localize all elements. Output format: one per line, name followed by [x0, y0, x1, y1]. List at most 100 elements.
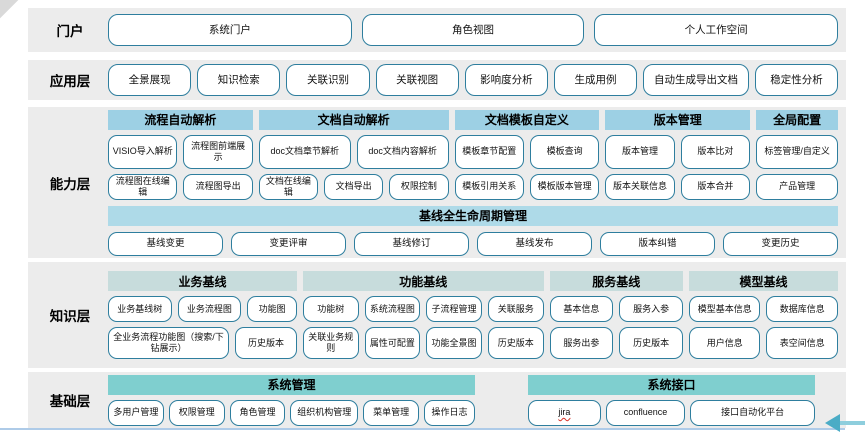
knowledge-item: 服务入参	[619, 296, 683, 322]
base-item: 菜单管理	[363, 399, 419, 426]
app-item: 知识检索	[197, 64, 281, 96]
knowledge-item: 属性可配置	[364, 327, 421, 359]
base-item: 操作日志	[424, 399, 476, 426]
knowledge-item: 业务基线树	[108, 296, 172, 322]
app-item: 关联视图	[375, 64, 459, 96]
capability-group-global-config: 全局配置 标签管理/自定义 产品管理	[756, 109, 839, 200]
capability-item: 文档在线编辑	[258, 173, 319, 200]
bottom-divider-line	[0, 428, 845, 430]
baseline-lifecycle-items: 基线变更 变更评审 基线修订 基线发布 版本纠错 变更历史	[108, 231, 838, 256]
base-item-confluence: confluence	[605, 399, 686, 426]
knowledge-groups: 业务基线 业务基线树 业务流程图 功能图 全业务流程功能图（搜索/下钻展示） 历…	[108, 271, 838, 359]
base-layer-label: 基础层	[49, 394, 91, 409]
knowledge-item: 功能全景图	[426, 327, 482, 359]
app-item: 自动生成导出文档	[643, 64, 749, 96]
capability-item: 版本合并	[680, 173, 751, 200]
baseline-item: 基线发布	[477, 231, 592, 256]
group-title: 系统管理	[108, 374, 475, 395]
base-item: 角色管理	[229, 399, 286, 426]
capability-group-doc-parse: 文档自动解析 doc文档章节解析 doc文档内容解析 文档在线编辑 文档导出 权…	[258, 109, 449, 200]
knowledge-item: 用户信息	[688, 327, 761, 359]
knowledge-group-business-baseline: 业务基线 业务基线树 业务流程图 功能图 全业务流程功能图（搜索/下钻展示） 历…	[108, 271, 297, 359]
app-item: 关联识别	[286, 64, 370, 96]
application-items: 全景展现 知识检索 关联识别 关联视图 影响度分析 生成用例 自动生成导出文档 …	[108, 64, 839, 96]
capability-group-template-custom: 文档模板自定义 模板章节配置 模板查询 模板引用关系 模板版本管理	[454, 109, 600, 200]
base-group-system-mgmt: 系统管理 多用户管理 权限管理 角色管理 组织机构管理 菜单管理 操作日志	[108, 374, 476, 426]
knowledge-item: 系统流程图	[364, 296, 421, 322]
capability-group-version-mgmt: 版本管理 版本管理 版本比对 版本关联信息 版本合并	[605, 109, 751, 200]
knowledge-item: 功能图	[247, 296, 297, 322]
knowledge-item: 数据库信息	[766, 296, 838, 322]
group-title: 流程自动解析	[108, 109, 253, 130]
capability-item: 版本关联信息	[605, 173, 675, 200]
left-arrow-icon	[825, 413, 865, 433]
group-title: 系统接口	[528, 374, 815, 395]
knowledge-item: 关联业务规则	[302, 327, 359, 359]
base-item: 权限管理	[168, 399, 225, 426]
portal-item: 系统门户	[108, 14, 352, 46]
application-layer-label: 应用层	[49, 74, 91, 89]
page-corner-fold	[0, 0, 30, 30]
app-item: 生成用例	[553, 64, 638, 96]
capability-item: 模板版本管理	[529, 173, 600, 200]
capability-item: doc文档内容解析	[356, 134, 449, 169]
baseline-lifecycle-header: 基线全生命周期管理	[108, 205, 838, 226]
portal-layer-label: 门户	[56, 24, 84, 39]
capability-item: 版本管理	[605, 134, 675, 169]
capability-item: 产品管理	[756, 173, 839, 200]
capability-item: 标签管理/自定义	[756, 134, 839, 169]
base-layer-band: 基础层 系统管理 多用户管理 权限管理 角色管理 组织机构管理 菜单管理 操作日…	[28, 372, 846, 428]
capability-item: 流程图前端展示	[183, 134, 253, 169]
capability-item: VISIO导入解析	[108, 134, 178, 169]
group-title: 文档自动解析	[258, 109, 449, 130]
base-item: 多用户管理	[108, 399, 164, 426]
app-item: 稳定性分析	[754, 64, 839, 96]
capability-item: 流程图导出	[183, 173, 253, 200]
knowledge-layer-band: 知识层 业务基线 业务基线树 业务流程图 功能图 全业务流程功能图（搜索/下钻展…	[28, 262, 846, 368]
knowledge-item: 模型基本信息	[688, 296, 761, 322]
knowledge-group-service-baseline: 服务基线 基本信息 服务入参 服务出参 历史版本	[549, 271, 683, 359]
baseline-item: 变更评审	[231, 231, 346, 256]
baseline-item: 变更历史	[723, 231, 838, 256]
base-item: 组织机构管理	[290, 399, 359, 426]
capability-item: doc文档章节解析	[258, 134, 351, 169]
group-title: 模型基线	[688, 271, 838, 291]
capability-layer-label: 能力层	[49, 176, 91, 192]
knowledge-item: 功能树	[302, 296, 359, 322]
knowledge-item: 历史版本	[235, 327, 297, 359]
capability-item: 权限控制	[389, 173, 449, 200]
knowledge-item: 历史版本	[619, 327, 683, 359]
knowledge-item: 基本信息	[549, 296, 614, 322]
knowledge-item: 服务出参	[549, 327, 614, 359]
knowledge-item: 历史版本	[487, 327, 544, 359]
capability-group-process-parse: 流程自动解析 VISIO导入解析 流程图前端展示 流程图在线编辑 流程图导出	[108, 109, 253, 200]
baseline-item: 基线修订	[354, 231, 469, 256]
knowledge-layer-label: 知识层	[49, 309, 91, 324]
baseline-item: 基线变更	[108, 231, 223, 256]
base-groups: 系统管理 多用户管理 权限管理 角色管理 组织机构管理 菜单管理 操作日志 系统…	[108, 374, 838, 426]
app-item: 影响度分析	[464, 64, 548, 96]
knowledge-group-model-baseline: 模型基线 模型基本信息 数据库信息 用户信息 表空间信息	[688, 271, 838, 359]
capability-item: 流程图在线编辑	[108, 173, 178, 200]
base-item: 接口自动化平台	[690, 399, 815, 426]
capability-item: 模板章节配置	[454, 134, 524, 169]
base-item-jira: jira	[528, 399, 601, 426]
knowledge-item: 业务流程图	[177, 296, 242, 322]
capability-layer-band: 能力层 流程自动解析 VISIO导入解析 流程图前端展示 流程图在线编辑 流程图…	[28, 107, 846, 258]
knowledge-item: 全业务流程功能图（搜索/下钻展示）	[108, 327, 230, 359]
capability-item: 模板引用关系	[454, 173, 524, 200]
group-title: 业务基线	[108, 271, 297, 291]
group-title: 功能基线	[302, 271, 544, 291]
capability-item: 版本比对	[680, 134, 751, 169]
base-group-system-interface: 系统接口 jira confluence 接口自动化平台	[528, 374, 815, 426]
knowledge-item: 子流程管理	[426, 296, 482, 322]
group-title: 全局配置	[756, 109, 839, 130]
knowledge-item: 表空间信息	[766, 327, 838, 359]
portal-items: 系统门户 角色视图 个人工作空间	[108, 14, 838, 46]
capability-item: 模板查询	[529, 134, 600, 169]
portal-item: 个人工作空间	[594, 14, 838, 46]
knowledge-group-function-baseline: 功能基线 功能树 系统流程图 子流程管理 关联服务 关联业务规则 属性可配置 功…	[302, 271, 544, 359]
application-layer-band: 应用层 全景展现 知识检索 关联识别 关联视图 影响度分析 生成用例 自动生成导…	[28, 60, 846, 100]
app-item: 全景展现	[108, 64, 192, 96]
